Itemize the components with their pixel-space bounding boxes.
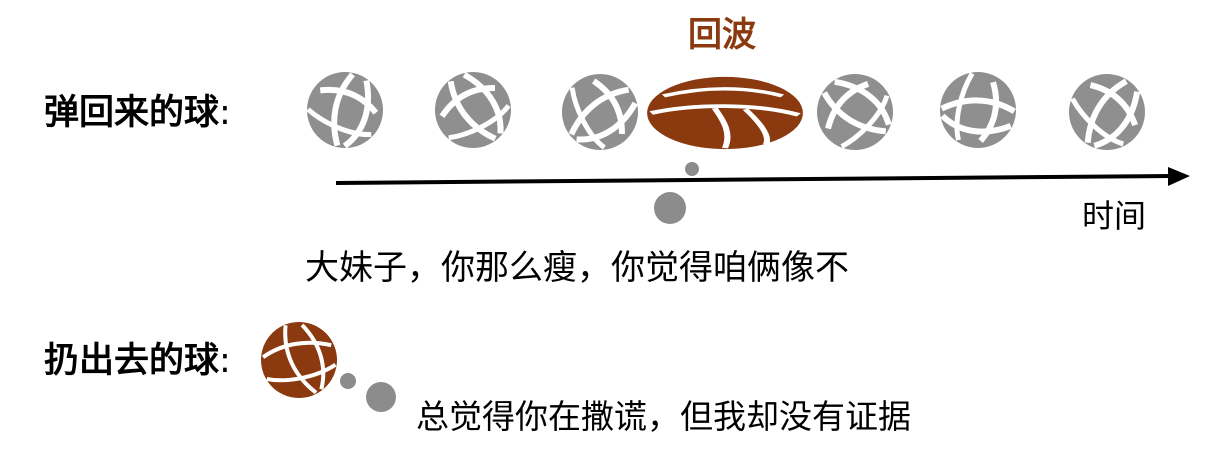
time-axis-arrowhead: [1168, 167, 1190, 186]
time-axis-label: 时间: [1082, 197, 1147, 235]
bubble-dot-small-2: [340, 373, 356, 389]
bounced-ball-7: [1053, 58, 1160, 165]
bounced-ball-label: 弹回来的球:: [44, 96, 231, 131]
bounced-ball-5: [801, 58, 908, 165]
bounced-ball-text: 弹回来的球: [44, 93, 220, 133]
bounced-ball-1: [296, 61, 393, 158]
bounced-ball-2: [421, 58, 525, 162]
bounced-ball-quote: 大妹子，你那么瘦，你觉得咱俩像不: [305, 248, 849, 288]
thrown-ball: [261, 322, 337, 398]
bubble-dot-small: [685, 162, 699, 176]
thrown-ball-text: 扔出去的球: [44, 341, 220, 381]
echo-title: 回波: [688, 15, 756, 55]
bounced-ball-6: [934, 66, 1022, 154]
bounced-ball-colon: :: [219, 93, 231, 133]
thrown-ball-label: 扔出去的球:: [44, 344, 231, 379]
thrown-ball-colon: :: [219, 341, 231, 381]
thrown-ball-quote: 总觉得你在撒谎，但我却没有证据: [416, 397, 911, 436]
bubble-dot-large-2: [366, 382, 396, 412]
time-axis: [335, 174, 1173, 185]
bounced-ball-3: [548, 60, 652, 164]
impact-ball-squashed: [647, 76, 803, 150]
bubble-dot-large: [654, 192, 686, 224]
